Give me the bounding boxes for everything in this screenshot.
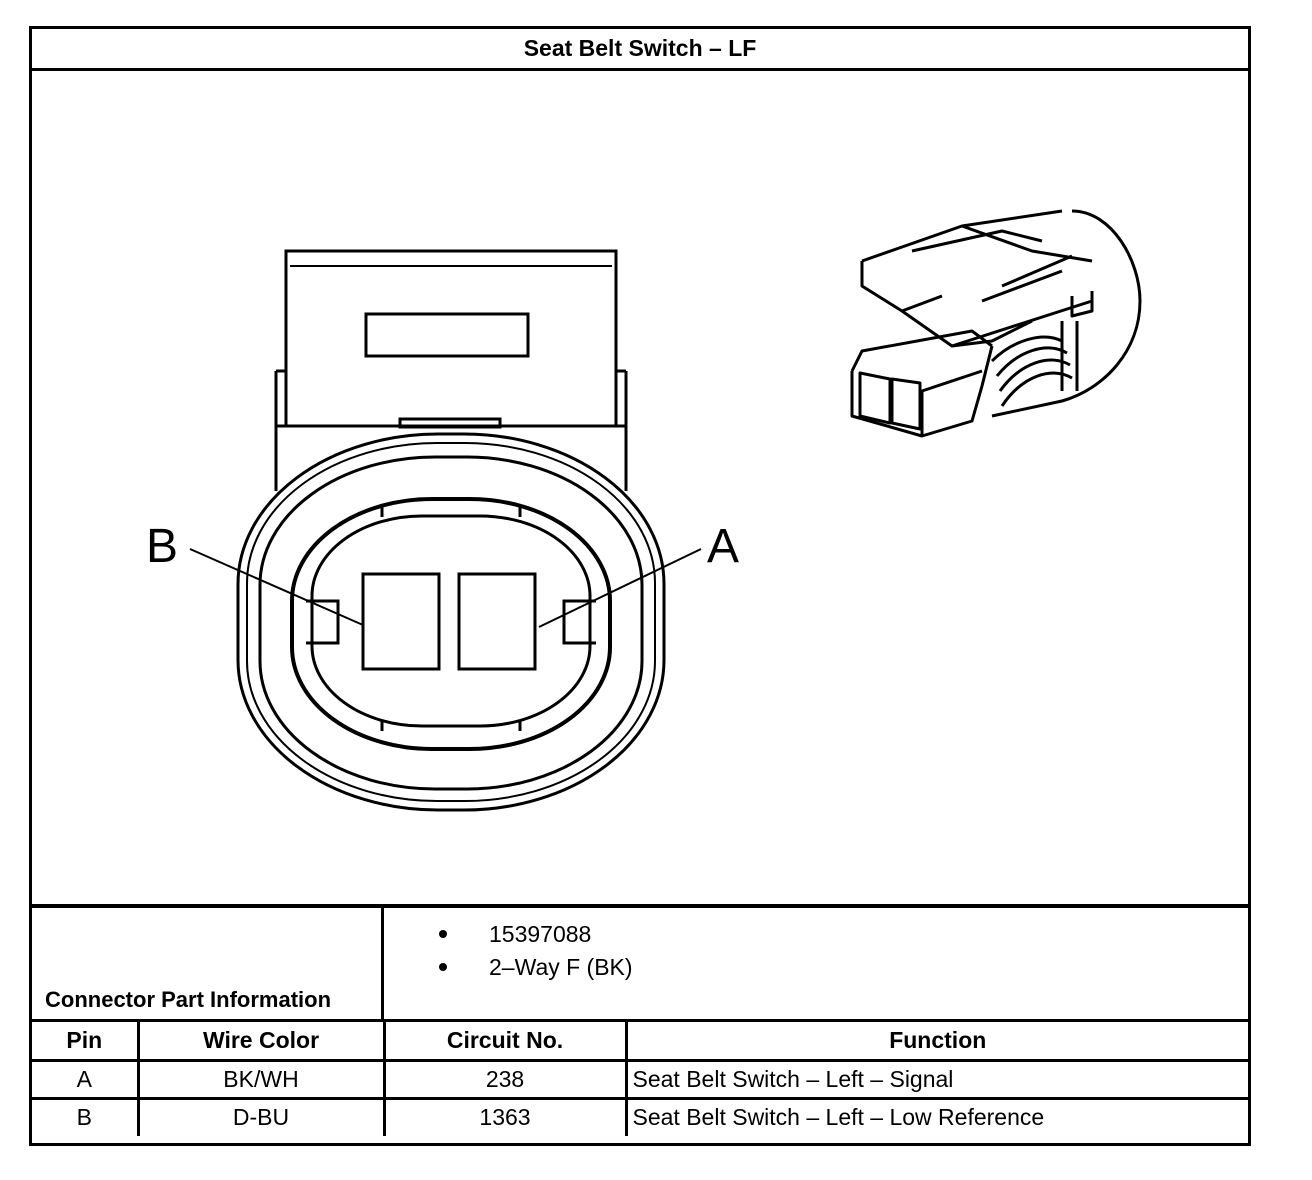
pin-label-a: A bbox=[707, 520, 739, 573]
part-info-row: Connector Part Information 15397088 2–Wa… bbox=[32, 904, 1248, 1022]
part-info-list: 15397088 2–Way F (BK) bbox=[384, 908, 1248, 1019]
pin-label-b: B bbox=[146, 520, 178, 573]
leader-line-b bbox=[189, 548, 364, 626]
cell-wire-color: D-BU bbox=[136, 1096, 386, 1136]
cell-circuit-no: 238 bbox=[382, 1058, 628, 1100]
part-info-label: Connector Part Information bbox=[32, 908, 384, 1019]
table-row: B D-BU 1363 Seat Belt Switch – Left – Lo… bbox=[32, 1096, 1248, 1136]
leader-line-a bbox=[538, 548, 702, 628]
connector-sheet: Seat Belt Switch – LF bbox=[29, 26, 1251, 1146]
cell-pin: B bbox=[32, 1096, 140, 1136]
cell-pin: A bbox=[32, 1058, 140, 1100]
pinout-table: Pin Wire Color Circuit No. Function A BK… bbox=[32, 1022, 1248, 1136]
header-function: Function bbox=[624, 1022, 1248, 1062]
table-row: A BK/WH 238 Seat Belt Switch – Left – Si… bbox=[32, 1058, 1248, 1100]
part-number: 15397088 bbox=[438, 921, 592, 947]
cell-wire-color: BK/WH bbox=[136, 1058, 386, 1100]
table-header-row: Pin Wire Color Circuit No. Function bbox=[32, 1022, 1248, 1062]
cell-function: Seat Belt Switch – Left – Signal bbox=[624, 1058, 1248, 1100]
header-wire-color: Wire Color bbox=[136, 1022, 386, 1062]
connector-type: 2–Way F (BK) bbox=[439, 954, 633, 980]
inner-shroud bbox=[290, 497, 612, 751]
outer-seal bbox=[236, 432, 666, 812]
connector-face-view bbox=[189, 249, 702, 812]
connector-isometric-view bbox=[850, 209, 1142, 438]
header-pin: Pin bbox=[32, 1022, 140, 1062]
latch-housing bbox=[284, 249, 618, 428]
connector-drawing: B A bbox=[146, 209, 1142, 812]
cavity-a bbox=[457, 572, 537, 671]
header-circuit-no: Circuit No. bbox=[382, 1022, 628, 1062]
cell-circuit-no: 1363 bbox=[382, 1096, 628, 1136]
cavity-b bbox=[361, 572, 441, 671]
cell-function: Seat Belt Switch – Left – Low Reference bbox=[624, 1096, 1248, 1136]
sheet-title: Seat Belt Switch – LF bbox=[32, 29, 1248, 71]
latch-window bbox=[364, 312, 530, 358]
drawing-area: B A bbox=[32, 71, 1248, 904]
